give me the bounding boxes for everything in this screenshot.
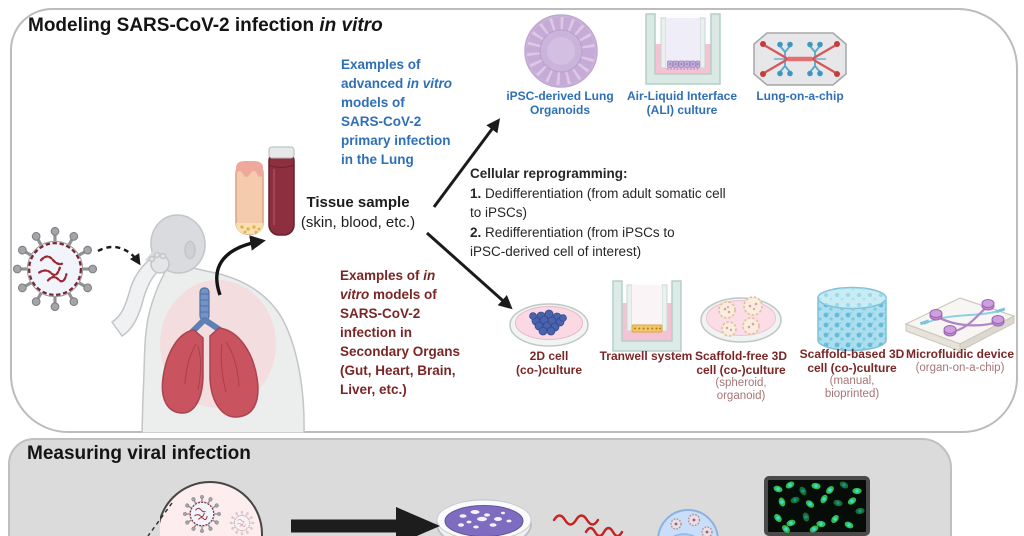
measuring-title-text: Measuring viral infection: [27, 443, 251, 464]
tissue-sample-label: Tissue sample (skin, blood, etc.): [283, 193, 433, 233]
secondary-intro-line: Examples of in: [340, 268, 436, 283]
cell-monolayer: [529, 309, 567, 336]
secondary-intro-line: infection in: [340, 325, 412, 340]
rna-icon: [552, 514, 624, 536]
reprogramming-step-2: 2. Redifferentiation (from iPSCs to: [470, 224, 675, 240]
label-lung-on-a-chip: Lung-on-a-chip: [756, 89, 844, 103]
scaffold-icon: [817, 286, 887, 352]
label-ali-culture: Air-Liquid Interface (ALI) culture: [626, 89, 737, 117]
infected-cell-icon: [657, 509, 719, 536]
plaque-assay-icon: [436, 499, 532, 536]
reprogramming-title: Cellular reprogramming:: [470, 166, 628, 181]
label-scaffold-based: Scaffold-based 3D cell (co-)culture (man…: [799, 347, 905, 400]
skin-sample-icon: [235, 161, 264, 235]
fluorescence-micrograph: [764, 476, 870, 536]
label-ipsc-organoids: iPSC-derived Lung Organoids: [506, 89, 614, 117]
lung-on-chip-icon: [753, 32, 847, 86]
tissue-sample-title: Tissue sample: [306, 194, 410, 211]
reprogramming-step-1: 1. Dedifferentiation (from adult somatic…: [470, 185, 726, 201]
secondary-intro-line: Liver, etc.): [340, 382, 407, 397]
plaques: [458, 510, 512, 529]
fluorescent-cells: [773, 481, 865, 533]
ali-cell-layer: [667, 60, 701, 68]
lung-intro-line: advanced in vitro: [341, 76, 453, 91]
panel-measuring-title: Measuring viral infection: [27, 443, 251, 465]
secondary-intro-text: Examples of in vitro models of SARS-CoV-…: [340, 266, 485, 399]
label-microfluidic-device: Microfluidic device (organ-on-a-chip): [905, 347, 1015, 374]
blood-sample-icon: [268, 146, 295, 236]
secondary-intro-line: (Gut, Heart, Brain,: [340, 363, 456, 378]
tissue-sample-subtitle: (skin, blood, etc.): [300, 214, 416, 231]
label-2d-culture: 2D cell (co-)culture: [516, 349, 582, 377]
coronavirus-icon: [11, 225, 99, 313]
ali-culture-icon: [645, 13, 721, 85]
person-coughing-illustration: [110, 214, 305, 433]
virus-closeup-icon: [160, 481, 263, 536]
lung-organoid-icon: [524, 14, 598, 88]
secondary-intro-line: Secondary Organs: [340, 344, 461, 359]
lung-intro-line: in the Lung: [341, 152, 414, 167]
reprogramming-step-2b: iPSC-derived cell of interest): [470, 244, 642, 259]
spheroids: [718, 296, 763, 337]
lung-intro-line: Examples of: [341, 57, 421, 72]
tissue-sample-icons: [235, 146, 295, 236]
scaffold-free-dish-icon: [700, 296, 782, 343]
reprogramming-step-1b: to iPSCs): [470, 205, 528, 220]
label-tranwell-system: Tranwell system: [599, 349, 693, 363]
lungs-illustration: [161, 327, 259, 418]
petri-2d-icon: [509, 303, 589, 347]
secondary-intro-line: vitro models of: [340, 287, 437, 302]
lung-intro-line: models of: [341, 95, 405, 110]
microfluidic-chip-icon: [904, 297, 1016, 352]
transwell-icon: [612, 280, 682, 352]
chip-ports: [929, 299, 1005, 337]
modeling-title-text: Modeling SARS-CoV-2 infection: [28, 15, 320, 36]
secondary-intro-line: SARS-CoV-2: [340, 306, 421, 321]
lung-intro-text: Examples of advanced in vitro models of …: [341, 55, 471, 169]
label-scaffold-free: Scaffold-free 3D cell (co-)culture (sphe…: [694, 349, 788, 402]
reprogramming-note: Cellular reprogramming: 1. Dedifferentia…: [470, 164, 770, 262]
panel-modeling-title: Modeling SARS-CoV-2 infection in vitro: [28, 15, 383, 37]
modeling-title-italic: in vitro: [319, 15, 383, 36]
lung-intro-line: primary infection: [341, 133, 451, 148]
lung-intro-line: SARS-CoV-2: [341, 114, 422, 129]
